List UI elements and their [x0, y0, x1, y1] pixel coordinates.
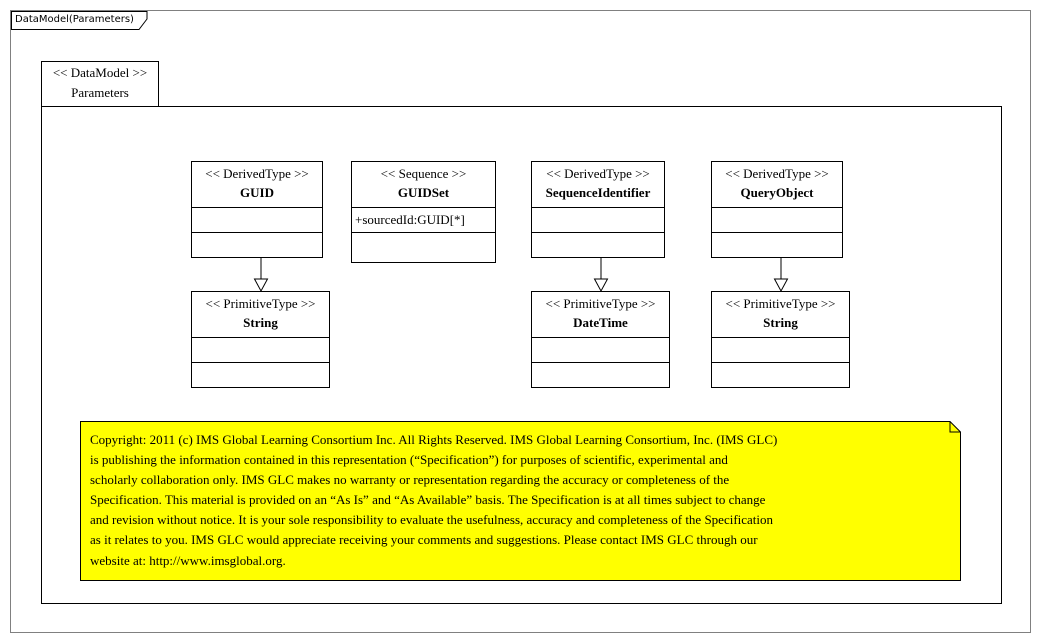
class-header: << PrimitiveType >> DateTime [532, 292, 669, 338]
note-text: Copyright: 2011 (c) IMS Global Learning … [90, 430, 950, 571]
class-attributes [532, 338, 669, 363]
class-datetime[interactable]: << PrimitiveType >> DateTime [531, 291, 670, 388]
note-line: and revision without notice. It is your … [90, 512, 774, 528]
class-name: GUIDSet [397, 185, 450, 200]
generalization-queryobject-string [773, 258, 789, 293]
class-stereotype: << Sequence >> [380, 166, 467, 181]
class-string[interactable]: << PrimitiveType >> String [711, 291, 850, 388]
package-name: Parameters [71, 85, 129, 100]
class-header: << Sequence >> GUIDSet [352, 162, 495, 208]
note-line: is publishing the information contained … [90, 452, 728, 468]
generalization-guid-string [253, 258, 269, 293]
class-header: << DerivedType >> QueryObject [712, 162, 842, 208]
class-queryobject[interactable]: << DerivedType >> QueryObject [711, 161, 843, 258]
note-line: website at: http://www.imsglobal.org. [90, 552, 286, 568]
class-stereotype: << PrimitiveType >> [205, 296, 316, 311]
note-line: scholarly collaboration only. IMS GLC ma… [90, 472, 730, 488]
generalization-sequenceidentifier-datetime [593, 258, 609, 293]
note-shape [80, 421, 961, 581]
class-header: << PrimitiveType >> String [192, 292, 329, 338]
class-attributes [192, 338, 329, 363]
note-line: Specification. This material is provided… [90, 492, 766, 508]
class-header: << PrimitiveType >> String [712, 292, 849, 338]
copyright-note: Copyright: 2011 (c) IMS Global Learning … [80, 421, 961, 581]
class-header: << DerivedType >> SequenceIdentifier [532, 162, 664, 208]
package-tab: << DataModel >> Parameters [41, 61, 159, 107]
package-stereotype: << DataModel >> [52, 65, 148, 80]
class-attributes [192, 208, 322, 233]
class-name: String [763, 315, 798, 330]
class-header: << DerivedType >> GUID [192, 162, 322, 208]
note-line: Copyright: 2011 (c) IMS Global Learning … [90, 432, 778, 447]
class-guid[interactable]: << DerivedType >> GUID [191, 161, 323, 258]
frame-label: DataModel(Parameters) [15, 14, 134, 25]
class-attributes [712, 208, 842, 233]
class-name: SequenceIdentifier [545, 185, 651, 200]
class-guidset[interactable]: << Sequence >> GUIDSet +sourcedId:GUID[*… [351, 161, 496, 263]
class-name: DateTime [573, 315, 628, 330]
class-attributes: +sourcedId:GUID[*] [352, 208, 495, 233]
class-attributes [712, 338, 849, 363]
class-attributes [532, 208, 664, 233]
diagram-frame [10, 10, 1031, 633]
class-name: String [243, 315, 278, 330]
frame-tab-shape [11, 11, 148, 30]
class-stereotype: << DerivedType >> [546, 166, 650, 181]
class-stereotype: << DerivedType >> [205, 166, 309, 181]
class-string[interactable]: << PrimitiveType >> String [191, 291, 330, 388]
class-name: QueryObject [740, 185, 814, 200]
note-line: as it relates to you. IMS GLC would appr… [90, 532, 758, 548]
class-name: GUID [240, 185, 274, 200]
class-stereotype: << PrimitiveType >> [545, 296, 656, 311]
class-stereotype: << DerivedType >> [725, 166, 829, 181]
class-stereotype: << PrimitiveType >> [725, 296, 836, 311]
class-sequenceidentifier[interactable]: << DerivedType >> SequenceIdentifier [531, 161, 665, 258]
